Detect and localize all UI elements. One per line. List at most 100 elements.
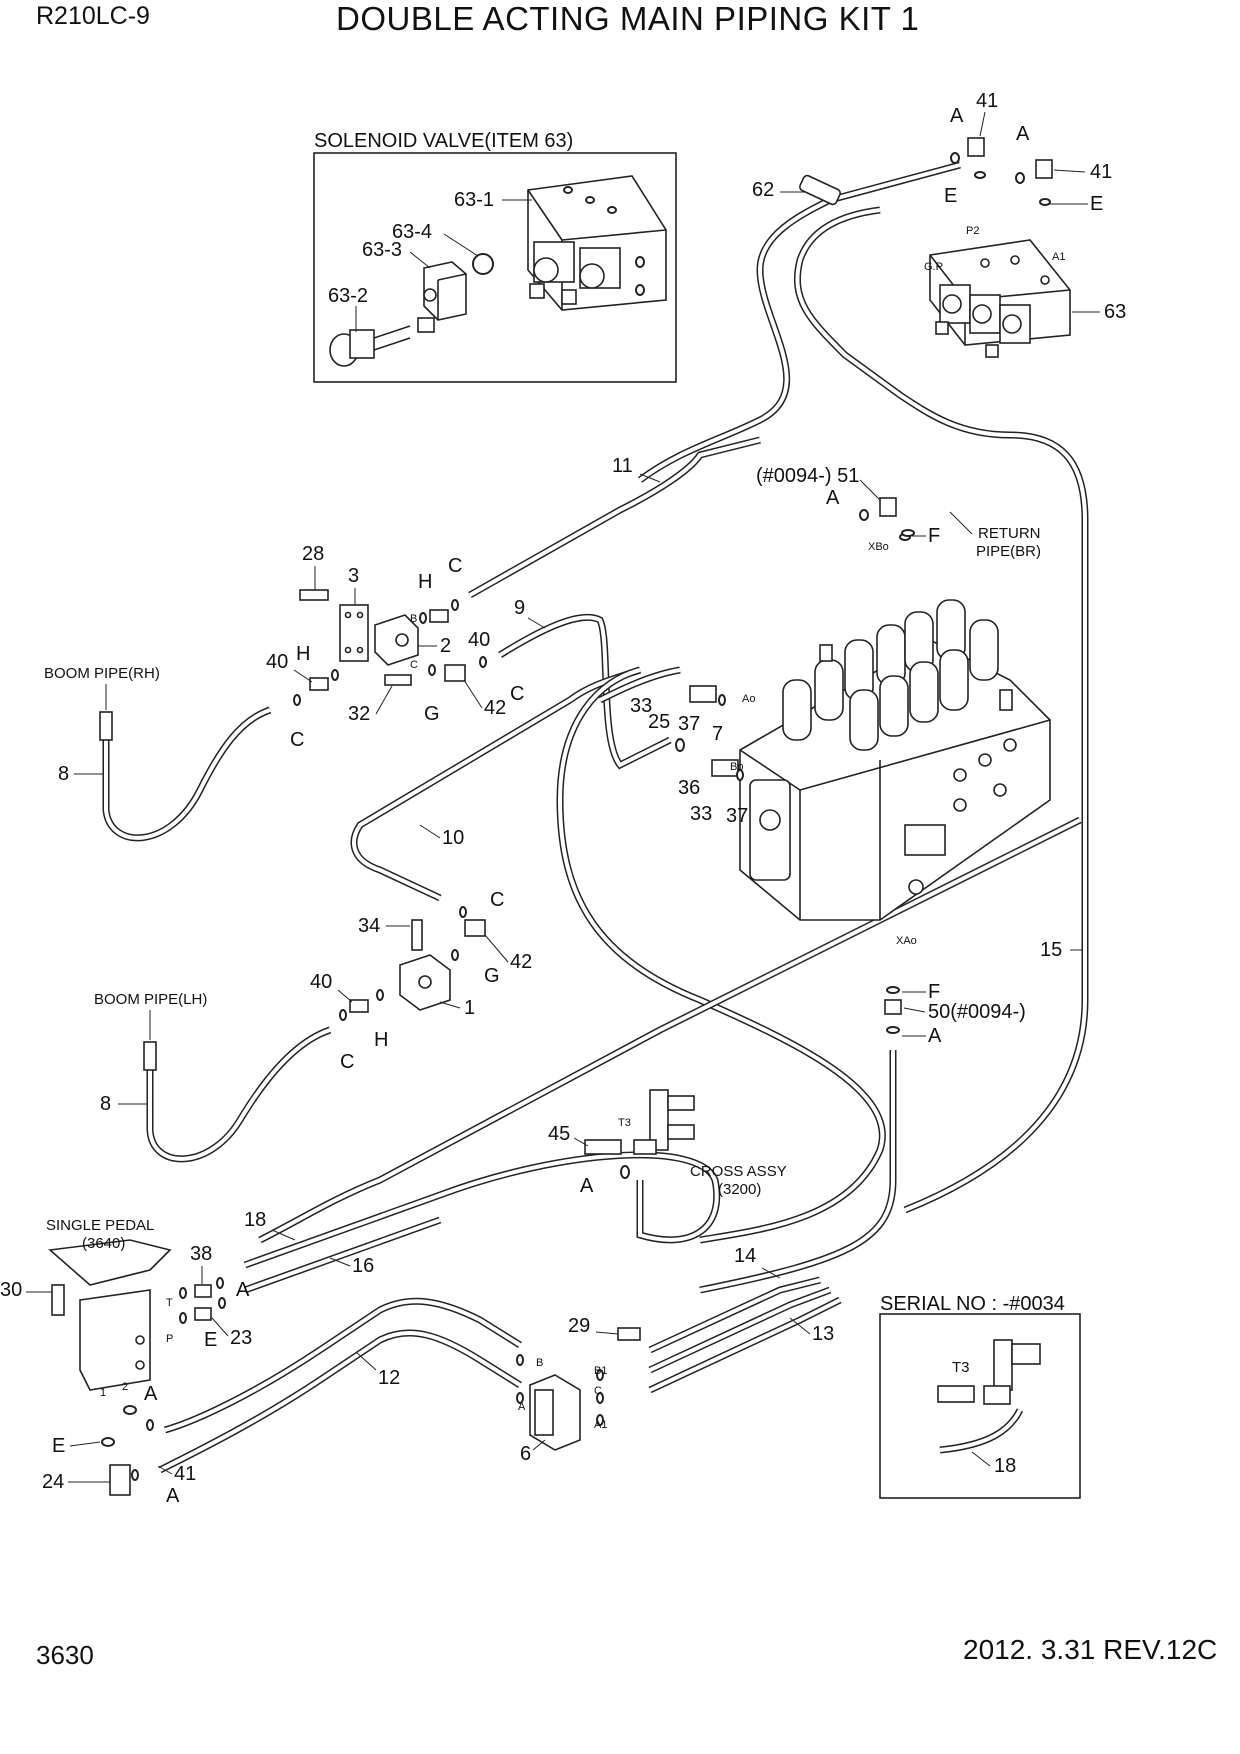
port-b-6: B xyxy=(536,1357,543,1369)
letter-c-2: C xyxy=(510,683,524,705)
elbow-42a xyxy=(444,664,466,682)
port-t3: T3 xyxy=(618,1117,631,1129)
cross-assy-bracket xyxy=(649,1089,669,1151)
callout-63-4: 63-4 xyxy=(392,221,432,243)
letter-g-1: G xyxy=(424,703,440,725)
serial-inset: SERIAL NO : -#0034 T3 18 xyxy=(879,1293,1081,1499)
port-bo: Bo xyxy=(730,761,743,773)
callout-13: 13 xyxy=(812,1323,834,1345)
callout-63-2: 63-2 xyxy=(328,285,368,307)
boom-pipe-rh-stub xyxy=(99,711,113,741)
callout-62: 62 xyxy=(752,179,774,201)
callout-7: 7 xyxy=(712,723,723,745)
callout-14: 14 xyxy=(734,1245,756,1267)
callout-63-3: 63-3 xyxy=(362,239,402,261)
port-gp: G.P xyxy=(924,261,943,273)
callout-18: 18 xyxy=(244,1209,266,1231)
letter-a-3: A xyxy=(826,487,840,509)
callout-8-rh: 8 xyxy=(58,763,69,785)
letter-a-5: A xyxy=(580,1175,594,1197)
letter-e-2: E xyxy=(1090,193,1103,215)
callout-38: 38 xyxy=(190,1243,212,1265)
note-return-pipe-1: RETURN xyxy=(978,525,1041,542)
callout-8-lh: 8 xyxy=(100,1093,111,1115)
letter-e-3: E xyxy=(204,1329,217,1351)
fitting-38 xyxy=(194,1284,212,1298)
callout-37-b: 37 xyxy=(726,805,748,827)
plate-3 xyxy=(339,604,369,662)
callout-10: 10 xyxy=(442,827,464,849)
letter-a-1: A xyxy=(950,105,964,127)
port-a1: A1 xyxy=(1052,251,1065,263)
callout-11: 11 xyxy=(612,455,633,477)
callout-28: 28 xyxy=(302,543,324,565)
callout-45: 45 xyxy=(548,1123,570,1145)
elbow-41-top xyxy=(967,137,985,157)
letter-e-1: E xyxy=(944,185,957,207)
callout-24: 24 xyxy=(42,1471,64,1493)
letter-c-4: C xyxy=(490,889,504,911)
callout-40-a: 40 xyxy=(468,629,490,651)
callout-36: 36 xyxy=(678,777,700,799)
elbow-51 xyxy=(879,497,897,517)
letter-a-4: A xyxy=(928,1025,942,1047)
note-cross-assy-2: (3200) xyxy=(718,1181,761,1198)
flange-25 xyxy=(689,685,717,703)
letter-f-2: F xyxy=(928,981,940,1003)
callout-30: 30 xyxy=(0,1279,22,1301)
note-single-pedal-2: (3640) xyxy=(82,1235,125,1252)
callout-6: 6 xyxy=(520,1443,531,1465)
letter-a-8: A xyxy=(166,1485,180,1507)
callout-25: 25 xyxy=(648,711,670,733)
boom-pipe-lh-stub xyxy=(143,1041,157,1071)
revision-date: 2012. 3.31 REV.12C xyxy=(963,1634,1218,1665)
model-number: R210LC-9 xyxy=(36,2,150,30)
letter-g-2: G xyxy=(484,965,500,987)
callout-15: 15 xyxy=(1040,939,1062,961)
callout-32: 32 xyxy=(348,703,370,725)
fitting-40a xyxy=(429,609,449,623)
letter-h-2: H xyxy=(296,643,310,665)
port-t: T xyxy=(166,1297,173,1309)
callout-1: 1 xyxy=(464,997,475,1019)
letter-f-1: F xyxy=(928,525,940,547)
fitting-45 xyxy=(584,1139,622,1155)
port-ao: Ao xyxy=(742,693,755,705)
callout-23: 23 xyxy=(230,1327,252,1349)
serial-inset-frame xyxy=(879,1313,1081,1499)
solenoid-inset-frame xyxy=(313,152,677,383)
port-p: P xyxy=(166,1333,173,1345)
letter-a-7: A xyxy=(144,1383,158,1405)
bolt-30 xyxy=(51,1284,65,1316)
port-c-6: C xyxy=(594,1385,602,1397)
port-b1: B1 xyxy=(594,1365,607,1377)
solenoid-valve-inset: SOLENOID VALVE(ITEM 63) xyxy=(313,130,677,383)
callout-63-1: 63-1 xyxy=(454,189,494,211)
port-labels: P2 A1 G.P XBo XAo Ao Bo B C T P T3 B B1 … xyxy=(100,225,1065,1431)
bolt-34 xyxy=(411,919,423,951)
note-cross-assy-1: CROSS ASSY xyxy=(690,1163,787,1180)
callout-34: 34 xyxy=(358,915,380,937)
fitting-50 xyxy=(884,999,902,1015)
serial-inset-title: SERIAL NO : -#0034 xyxy=(880,1293,1065,1315)
callout-33-b: 33 xyxy=(690,803,712,825)
letter-c-5: C xyxy=(340,1051,354,1073)
hose-lines xyxy=(102,161,1089,1474)
letter-a-2: A xyxy=(1016,123,1030,145)
callout-41-right: 41 xyxy=(1090,161,1112,183)
callout-33-a: 33 xyxy=(630,695,652,717)
plug-29 xyxy=(617,1327,641,1341)
single-pedal xyxy=(48,1239,172,1286)
letter-e-4: E xyxy=(52,1435,65,1457)
letter-h-1: H xyxy=(418,571,432,593)
letter-codes: A A E E A F H C H C G C C G C H F A A A … xyxy=(52,105,1103,1507)
port-a1-6: A1 xyxy=(594,1419,607,1431)
callout-37-a: 37 xyxy=(678,713,700,735)
note-return-pipe-2: PIPE(BR) xyxy=(976,543,1041,560)
fitting-24 xyxy=(109,1464,131,1496)
fitting-40b xyxy=(309,677,329,691)
port-xao: XAo xyxy=(896,935,917,947)
port-label-t3-inset: T3 xyxy=(952,1359,970,1376)
callout-42-b: 42 xyxy=(510,951,532,973)
